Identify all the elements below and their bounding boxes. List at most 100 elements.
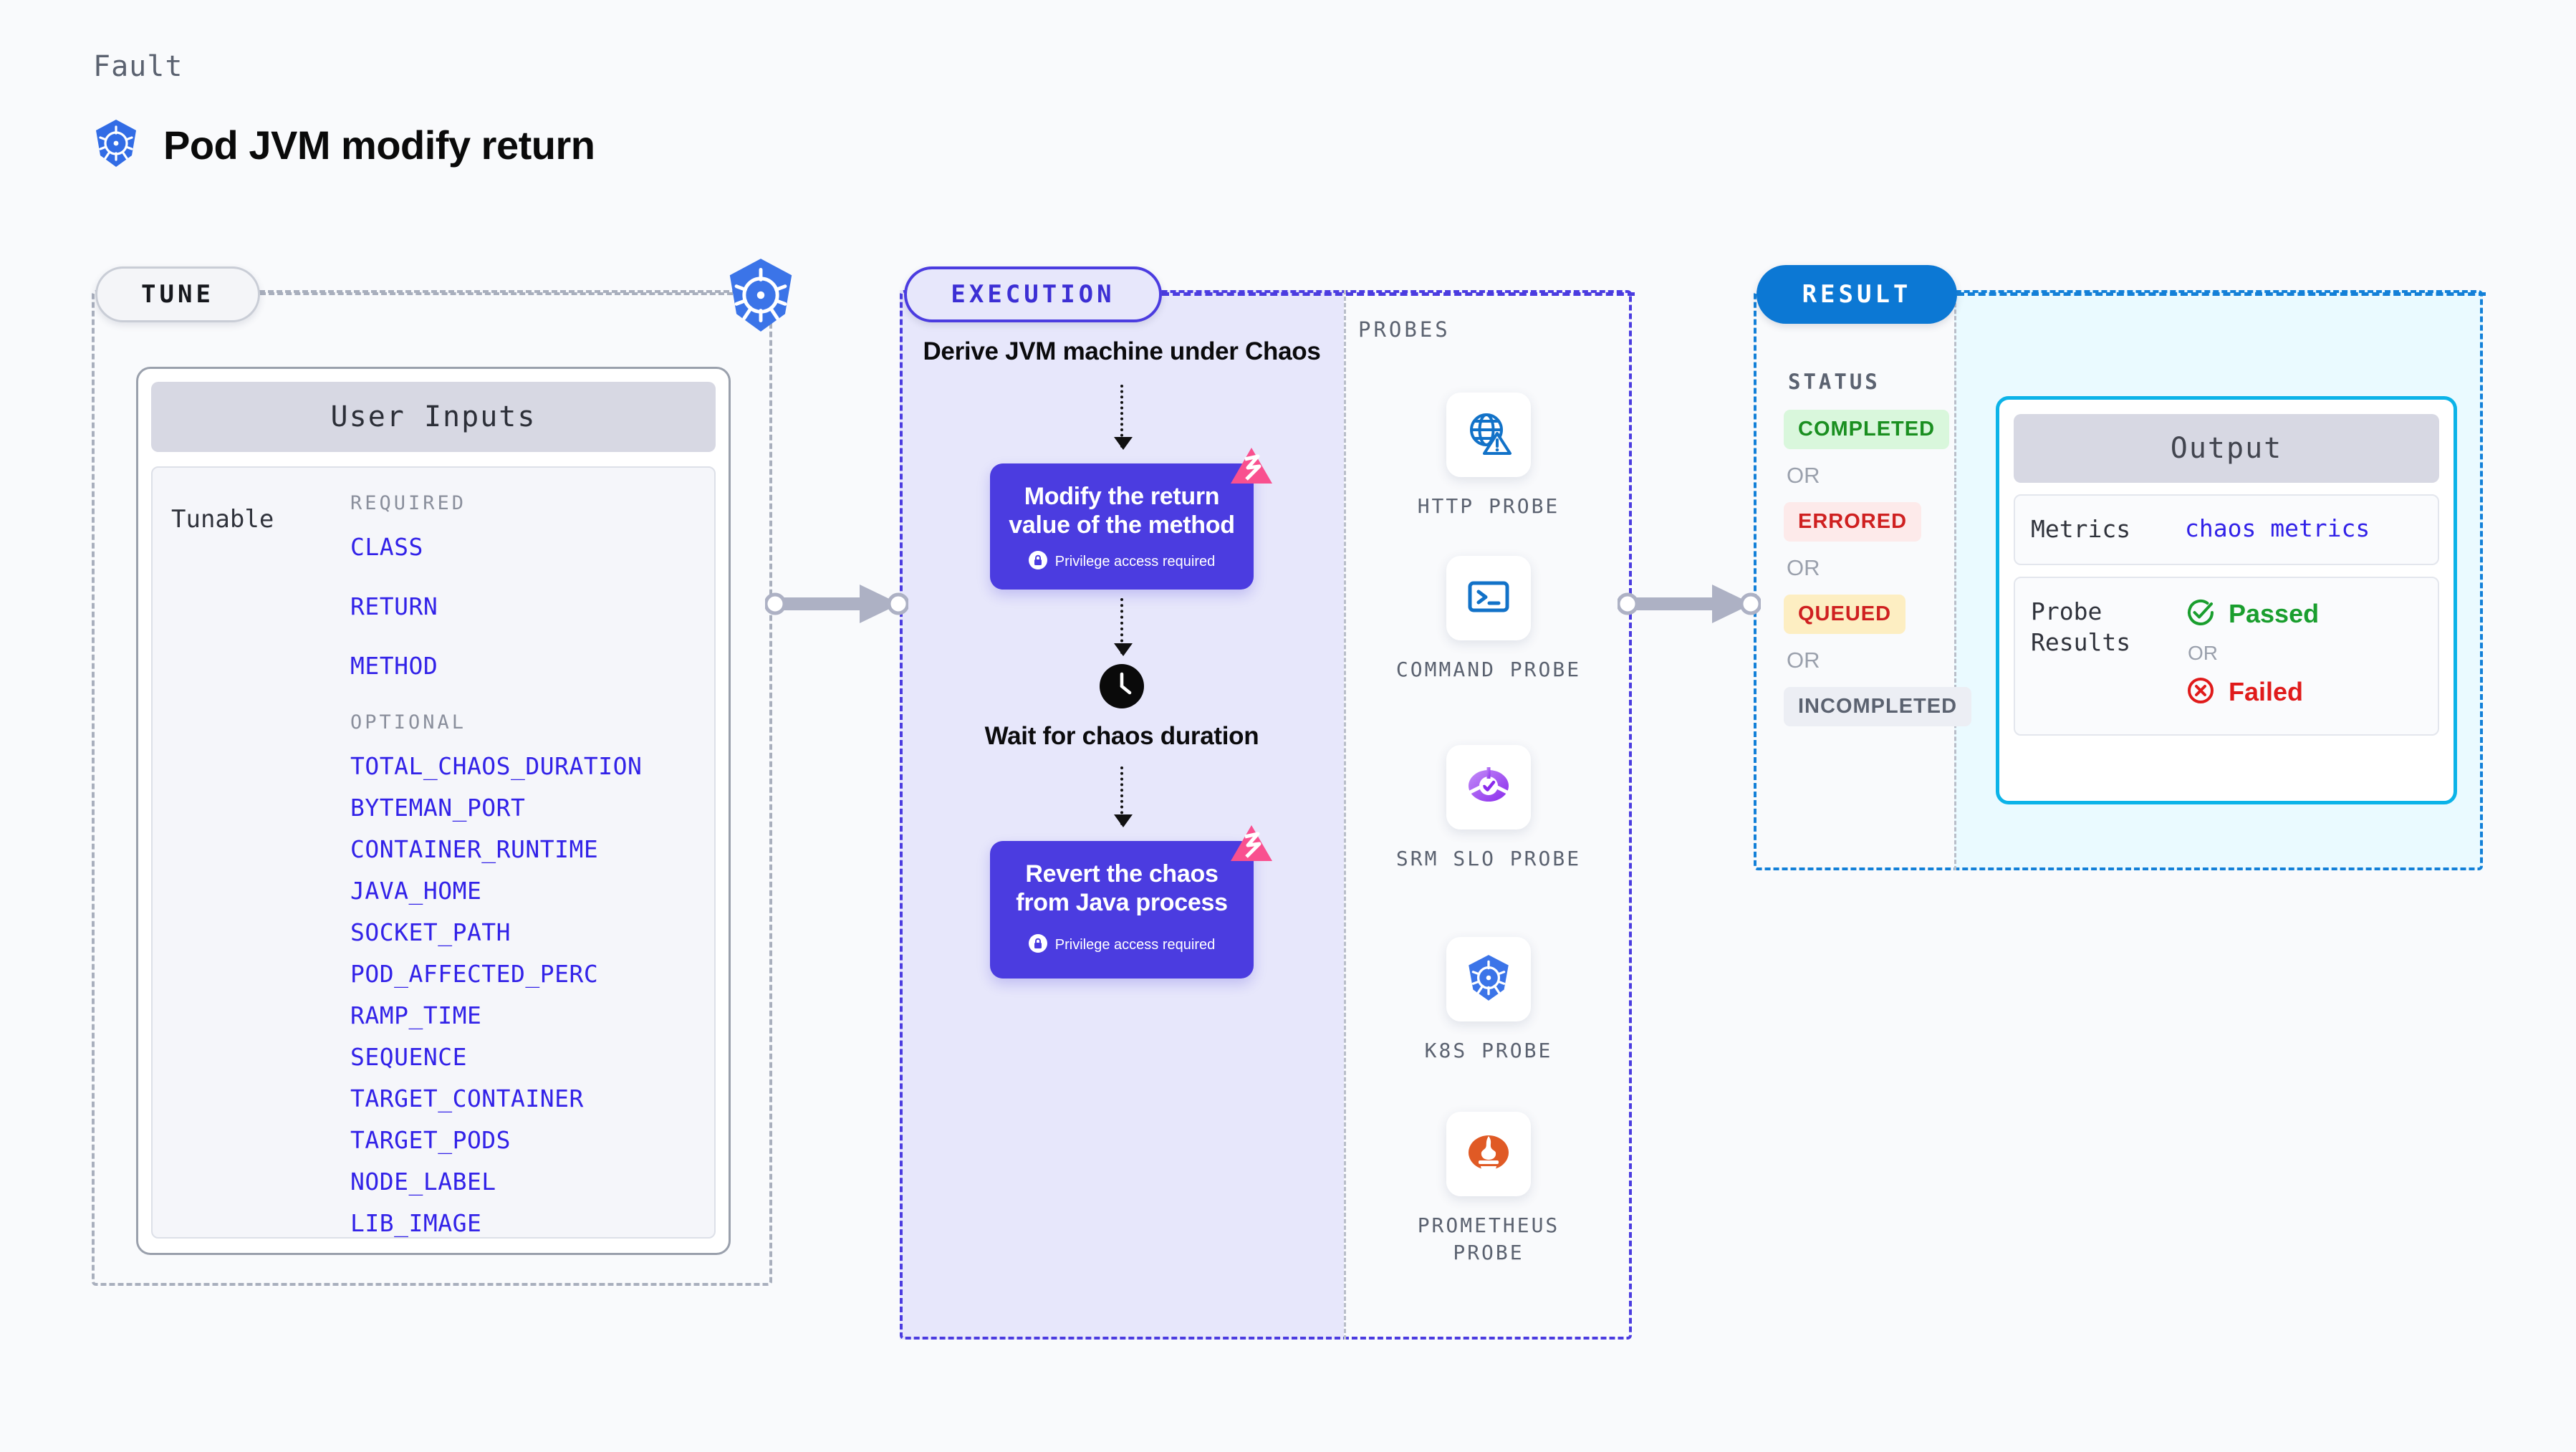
page-title: Pod JVM modify return [163,122,595,168]
probe-k8s[interactable]: K8S PROBE [1381,937,1596,1064]
execution-step-wait: Wait for chaos duration [984,721,1259,750]
param-required-class[interactable]: CLASS [350,533,423,561]
kubernetes-icon [725,256,797,334]
probe-failed-label: Failed [2229,677,2304,707]
probe-label: SRM SLO PROBE [1395,847,1582,870]
result-stage-container [1754,290,2483,870]
optional-group-title: OPTIONAL [350,711,467,734]
execution-card-revert-chaos[interactable]: Revert the chaos from Java process Privi… [990,824,1272,979]
probe-tile [1446,393,1531,477]
user-inputs-body: Tunable REQUIRED CLASS RETURN METHOD OPT… [151,466,716,1239]
lock-icon [1028,933,1047,957]
clock-icon [1100,663,1144,708]
param-optional-lib-image[interactable]: LIB_IMAGE [350,1209,482,1237]
param-optional-pod-affected-perc[interactable]: POD_AFFECTED_PERC [350,960,599,988]
param-optional-sequence[interactable]: SEQUENCE [350,1043,467,1071]
connector-execution-to-result [1616,579,1762,633]
kubernetes-icon [1464,952,1513,1007]
param-optional-target-container[interactable]: TARGET_CONTAINER [350,1085,584,1112]
probe-passed-label: Passed [2229,599,2320,629]
user-inputs-card: User Inputs Tunable REQUIRED CLASS RETUR… [136,367,731,1255]
terminal-icon [1463,571,1514,626]
flow-arrow-1 [1114,384,1133,450]
status-badge-completed: COMPLETED [1784,410,1950,449]
privilege-note: Privilege access required [1003,550,1241,574]
param-required-method[interactable]: METHOD [350,652,438,680]
connector-tune-to-execution [764,579,910,633]
probe-tile [1446,745,1531,830]
srm-slo-icon [1463,760,1514,815]
status-or-2: OR [1787,555,1820,580]
probe-label: K8S PROBE [1424,1039,1553,1062]
tune-stage-container [92,290,772,1286]
result-header-line [1957,292,2486,296]
param-optional-ramp-time[interactable]: RAMP_TIME [350,1001,482,1029]
stage-pill-result[interactable]: RESULT [1756,265,1957,324]
x-circle-icon [2185,675,2216,710]
result-output-divider [1954,290,1956,870]
param-required-return[interactable]: RETURN [350,592,438,620]
tunable-label: Tunable [171,505,274,534]
probe-srm-slo[interactable]: SRM SLO PROBE [1381,745,1596,872]
privilege-note-text: Privilege access required [1054,937,1216,953]
status-or-1: OR [1787,463,1820,488]
execution-card-title: Revert the chaos from Java process [1016,860,1228,916]
litmus-icon [1229,446,1274,486]
flow-arrow-2 [1114,597,1133,656]
user-inputs-title: User Inputs [151,382,716,452]
output-probe-key: Probe Results [2031,597,2131,656]
required-group-title: REQUIRED [350,492,467,514]
privilege-note-text: Privilege access required [1054,554,1216,570]
output-card: Output Metrics chaos metrics Probe Resul… [1996,396,2457,804]
probe-tile [1446,937,1531,1021]
kubernetes-icon [93,118,139,172]
execution-stage-container [900,290,1632,1340]
probe-tile [1446,556,1531,640]
param-optional-node-label[interactable]: NODE_LABEL [350,1168,496,1196]
status-badge-queued: QUEUED [1784,595,1906,634]
probe-result-passed: Passed [2185,597,2319,632]
probe-tile [1446,1112,1531,1196]
param-optional-java-home[interactable]: JAVA_HOME [350,877,482,905]
fault-eyebrow-label: Fault [93,50,183,83]
execution-card-title: Modify the return value of the method [1009,482,1235,539]
probe-label: COMMAND PROBE [1395,658,1582,681]
param-optional-target-pods[interactable]: TARGET_PODS [350,1126,511,1154]
param-optional-byteman-port[interactable]: BYTEMAN_PORT [350,794,526,822]
output-metrics-value[interactable]: chaos metrics [2185,514,2370,542]
execution-probes-divider [1344,290,1346,1340]
lock-icon [1028,550,1047,574]
status-badge-errored: ERRORED [1784,502,1922,542]
parameter-column: REQUIRED CLASS RETURN METHOD OPTIONAL TO… [350,492,696,1237]
param-optional-socket-path[interactable]: SOCKET_PATH [350,918,511,946]
output-metrics-key: Metrics [2031,515,2131,543]
stage-pill-execution[interactable]: EXECUTION [904,266,1162,322]
probe-result-values: Passed OR Failed [2185,597,2319,710]
status-list: COMPLETED OR ERRORED OR QUEUED OR INCOMP… [1784,410,1999,726]
status-or-3: OR [1787,648,1820,673]
privilege-note: Privilege access required [1003,933,1241,957]
litmus-icon [1229,824,1274,864]
output-row-probe-results: Probe Results Passed OR [2014,576,2439,736]
tune-header-line [260,292,733,295]
probe-label: PROMETHEUS PROBE [1417,1213,1560,1264]
globe-warning-icon [1463,408,1514,463]
status-section-title: STATUS [1788,370,1880,394]
execution-step-derive-jvm: Derive JVM machine under Chaos [923,337,1321,365]
output-row-metrics: Metrics chaos metrics [2014,494,2439,565]
check-circle-icon [2185,597,2216,632]
execution-flow: Derive JVM machine under Chaos Modify th… [904,337,1340,979]
probe-result-or: OR [2188,641,2218,664]
page-title-row: Pod JVM modify return [93,118,595,172]
status-badge-incompleted: INCOMPLETED [1784,687,1972,726]
probe-command[interactable]: COMMAND PROBE [1381,556,1596,683]
param-optional-container-runtime[interactable]: CONTAINER_RUNTIME [350,835,599,863]
param-optional-total-chaos-duration[interactable]: TOTAL_CHAOS_DURATION [350,752,643,780]
probe-result-failed: Failed [2185,675,2319,710]
probe-prometheus[interactable]: PROMETHEUS PROBE [1381,1112,1596,1266]
execution-card-modify-return[interactable]: Modify the return value of the method Pr… [990,447,1272,590]
probe-http[interactable]: HTTP PROBE [1381,393,1596,520]
stage-pill-tune[interactable]: TUNE [95,266,260,322]
flow-arrow-3 [1114,766,1133,827]
probe-label: HTTP PROBE [1417,494,1560,518]
